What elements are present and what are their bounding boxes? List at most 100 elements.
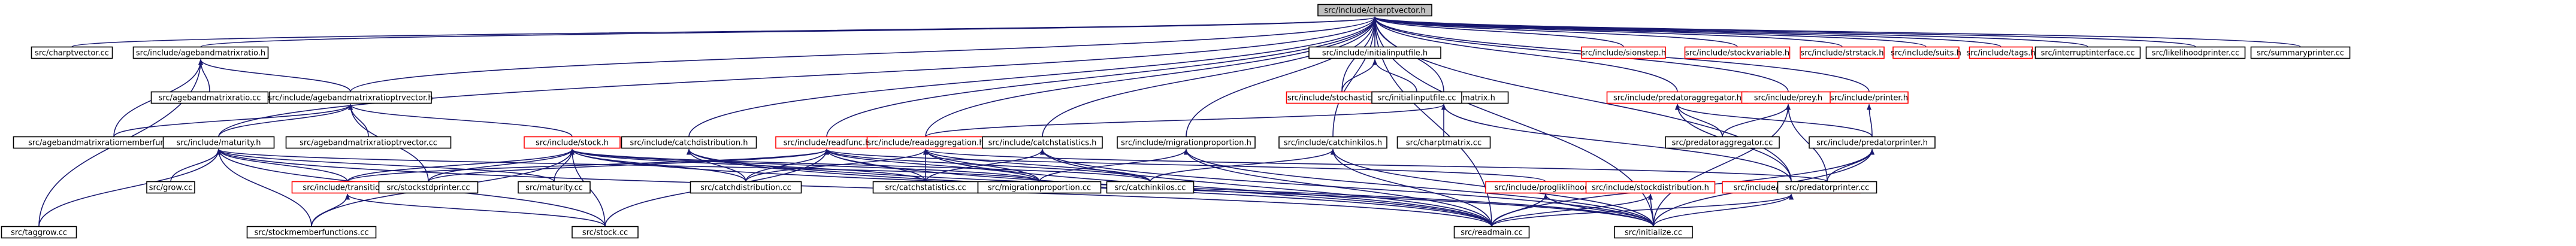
graph-node[interactable]: src/include/transition.h: [291, 181, 404, 194]
dependency-edge: [200, 16, 1377, 48]
dependency-edge: [1827, 148, 1874, 182]
node-label: src/agebandmatrixratio.cc: [159, 94, 261, 103]
graph-node[interactable]: src/interruptinterface.cc: [2034, 46, 2141, 59]
graph-node[interactable]: src/include/predatoraggregator.h: [1606, 91, 1749, 104]
dependency-edge: [1675, 104, 1873, 137]
graph-node[interactable]: src/likelihoodprinter.cc: [2145, 46, 2246, 59]
graph-node[interactable]: src/catchinkilos.cc: [1106, 181, 1195, 194]
dependency-edge: [198, 59, 351, 92]
dependency-edge: [1372, 16, 1843, 48]
dependency-nodes: src/include/charptvector.h src/charptvect…: [1, 4, 2351, 239]
graph-node[interactable]: src/include/stock.h: [524, 136, 621, 149]
graph-node[interactable]: src/initialize.cc: [1614, 226, 1693, 239]
dependency-edge: [170, 148, 221, 182]
dependency-edge: [348, 104, 573, 137]
graph-node[interactable]: src/include/stochasticdata.h: [1286, 91, 1398, 104]
graph-node[interactable]: src/include/suits.h: [1891, 46, 1961, 59]
graph-node[interactable]: src/include/strstack.h: [1800, 46, 1885, 59]
graph-node[interactable]: src/catchstatistics.cc: [872, 181, 979, 194]
node-label: src/migrationproportion.cc: [988, 184, 1091, 193]
dependency-edge: [923, 148, 1828, 183]
graph-node[interactable]: src/agebandmatrixratioptrvector.cc: [285, 136, 452, 149]
dependency-edge: [311, 193, 350, 227]
graph-node[interactable]: src/agebandmatrixratio.cc: [150, 91, 269, 104]
graph-node[interactable]: src/include/printer.h: [1830, 91, 1909, 104]
node-label: src/include/sionstep.h: [1581, 49, 1666, 58]
node-label: src/include/charptvector.h: [1324, 7, 1425, 16]
node-label: src/include/predatorprinter.h: [1816, 139, 1928, 148]
graph-node[interactable]: src/charptmatrix.cc: [1396, 136, 1491, 149]
dependency-edge: [1184, 148, 1492, 227]
node-label: src/predatorprinter.cc: [1785, 184, 1869, 193]
dependency-edge: [218, 104, 353, 137]
graph-node[interactable]: src/include/catchinkilos.h: [1278, 136, 1387, 149]
dependency-edge: [428, 148, 575, 182]
dependency-edge: [1372, 59, 1417, 92]
node-box: [1453, 226, 1530, 239]
dependency-edge: [925, 148, 1045, 182]
dependency-edge: [1372, 16, 2301, 48]
graph-node[interactable]: src/predatoraggregator.cc: [1665, 136, 1780, 149]
graph-node[interactable]: src/stock.cc: [572, 226, 639, 239]
node-box: [572, 226, 639, 239]
node-label: src/include/maturity.h: [176, 139, 261, 148]
dependency-edge: [428, 148, 829, 183]
graph-node[interactable]: src/maturity.cc: [518, 181, 591, 194]
graph-node[interactable]: src/include/maturity.h: [162, 136, 275, 149]
graph-node[interactable]: src/include/readfunc.h: [775, 136, 878, 149]
node-label: src/include/stockvariable.h: [1685, 49, 1789, 58]
graph-node[interactable]: src/include/catchstatistics.h: [982, 136, 1103, 149]
graph-node[interactable]: src/include/catchdistribution.h: [621, 136, 757, 149]
dependency-edge: [1491, 193, 1794, 227]
graph-node[interactable]: src/include/migrationproportion.h: [1117, 136, 1256, 149]
graph-node[interactable]: src/charptvector.cc: [31, 46, 113, 59]
dependency-edge: [1372, 16, 1624, 47]
graph-node[interactable]: src/include/prey.h: [1741, 91, 1836, 104]
graph-node[interactable]: src/summaryprinter.cc: [2250, 46, 2351, 59]
graph-node[interactable]: src/include/initialinputfile.h: [1308, 46, 1441, 59]
node-box: [1, 226, 77, 239]
dependency-edge: [1372, 16, 1738, 48]
node-label: src/catchdistribution.cc: [700, 184, 791, 193]
dependency-edge: [1042, 16, 1377, 137]
graph-node[interactable]: src/migrationproportion.cc: [977, 181, 1102, 194]
graph-node[interactable]: src/readmain.cc: [1453, 226, 1530, 239]
dependency-edge: [923, 148, 1492, 227]
graph-node[interactable]: src/include/readaggregation.h: [866, 136, 985, 149]
node-label: src/include/printer.h: [1830, 94, 1908, 103]
node-label: src/include/progliklihood.h: [1494, 184, 1597, 193]
graph-node[interactable]: src/predatorprinter.cc: [1777, 181, 1877, 194]
dependency-edge: [350, 16, 1377, 92]
graph-node[interactable]: src/include/tags.h: [1966, 46, 2036, 59]
graph-node[interactable]: src/stockmemberfunctions.cc: [246, 226, 377, 239]
graph-node[interactable]: src/include/predatorprinter.h: [1809, 136, 1936, 149]
graph-node[interactable]: src/taggrow.cc: [1, 226, 77, 239]
graph-node[interactable]: src/grow.cc: [146, 181, 195, 194]
node-box: [1371, 91, 1462, 104]
graph-node[interactable]: src/include/agebandmatrixratio.h: [132, 46, 269, 59]
node-label: src/include/catchinkilos.h: [1284, 139, 1382, 148]
node-box: [378, 181, 479, 194]
dependency-edge: [216, 148, 348, 182]
graph-node[interactable]: src/include/agebandmatrixratioptrvector.…: [268, 91, 433, 104]
graph-node[interactable]: src/initialinputfile.cc: [1371, 91, 1462, 104]
node-box: [1777, 181, 1877, 194]
graph-node[interactable]: src/stockstdprinter.cc: [378, 181, 479, 194]
node-label: src/include/suits.h: [1891, 49, 1961, 58]
graph-node[interactable]: src/include/stockvariable.h: [1684, 46, 1791, 59]
node-label: src/include/migrationproportion.h: [1121, 139, 1251, 148]
graph-node[interactable]: src/include/sionstep.h: [1581, 46, 1666, 59]
node-box: [2034, 46, 2141, 59]
graph-node[interactable]: src/catchdistribution.cc: [690, 181, 802, 194]
node-label: src/include/stock.h: [536, 139, 609, 148]
node-label: src/predatoraggregator.cc: [1672, 139, 1773, 148]
node-label: src/include/strstack.h: [1801, 49, 1884, 58]
node-label: src/taggrow.cc: [11, 229, 67, 238]
dependency-edge: [1372, 16, 2196, 48]
node-box: [1892, 46, 1960, 59]
graph-node[interactable]: src/include/stockdistribution.h: [1585, 181, 1716, 194]
node-label: src/include/prey.h: [1754, 94, 1822, 103]
dependency-edge: [1332, 16, 1377, 137]
dependency-edge: [824, 148, 1040, 182]
